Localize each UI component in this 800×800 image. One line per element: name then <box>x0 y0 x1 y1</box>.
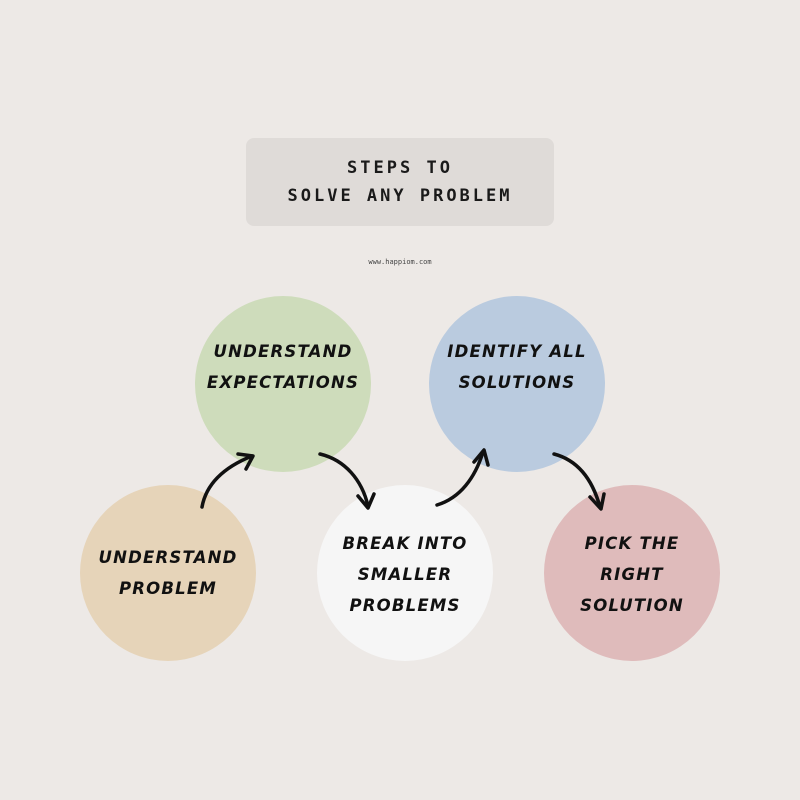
step-label-line: IDENTIFY ALL <box>447 342 587 361</box>
step-label-line: PROBLEMS <box>349 595 461 615</box>
step-understand-expectations: UNDERSTAND EXPECTATIONS <box>195 296 371 472</box>
step-label-line: BREAK INTO <box>342 533 468 553</box>
title-box: STEPS TO SOLVE ANY PROBLEM <box>246 138 554 226</box>
website-url: www.happiom.com <box>368 258 432 266</box>
step-pick-the-right-solution: PICK THE RIGHT SOLUTION <box>544 485 720 661</box>
step-label-line: SMALLER <box>357 564 453 584</box>
step-label-line: UNDERSTAND <box>213 342 353 361</box>
step-label-line: UNDERSTAND <box>98 548 238 567</box>
step-understand-problem: UNDERSTAND PROBLEM <box>80 485 256 661</box>
title-line-2: SOLVE ANY PROBLEM <box>287 186 513 206</box>
step-label-line: SOLUTIONS <box>458 373 576 392</box>
step-label-line: EXPECTATIONS <box>206 373 360 392</box>
step-label-line: SOLUTION <box>580 595 684 615</box>
step-break-into-smaller-problems: BREAK INTO SMALLER PROBLEMS <box>317 485 493 661</box>
step-label-line: PROBLEM <box>118 579 217 598</box>
step-label-line: RIGHT <box>600 564 664 584</box>
step-label-line: PICK THE <box>584 533 680 553</box>
title-line-1: STEPS TO <box>347 158 453 178</box>
step-identify-all-solutions: IDENTIFY ALL SOLUTIONS <box>429 296 605 472</box>
